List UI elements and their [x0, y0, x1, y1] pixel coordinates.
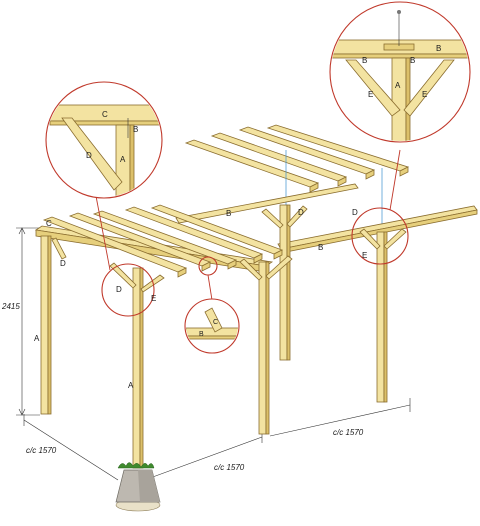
- label-a-callout-left: A: [120, 155, 126, 164]
- label-d-callout-left: D: [86, 151, 92, 160]
- label-b-back: B: [226, 209, 231, 218]
- dimension-spacing-front: c/c 1570: [214, 463, 245, 472]
- label-a-callout-right: A: [395, 81, 401, 90]
- label-e-right: E: [362, 251, 367, 260]
- label-e-callout-right-1: E: [368, 90, 373, 99]
- label-c-main: C: [46, 219, 52, 228]
- callout-detail-right: [329, 1, 471, 143]
- detail-rings: [95, 149, 409, 317]
- front-rafters: [42, 204, 284, 278]
- label-b-side: B: [318, 243, 323, 252]
- dimension-labels: 2415 c/c 1570 c/c 1570 c/c 1570: [1, 302, 364, 472]
- label-b-callout-right-1: B: [436, 44, 441, 53]
- label-b-callout-right-2: B: [362, 56, 367, 65]
- label-e-callout-right-2: E: [422, 90, 427, 99]
- back-post-right: [359, 228, 407, 403]
- callout-detail-left: [45, 81, 163, 199]
- label-d-main-left: D: [60, 259, 66, 268]
- part-labels: C D A A D E B D B D E C B D A B B B A E …: [34, 44, 441, 390]
- dimension-spacing-right: c/c 1570: [333, 428, 364, 437]
- alignment-guides: [285, 150, 383, 232]
- label-d-back: D: [298, 208, 304, 217]
- concrete-footing: [115, 462, 161, 512]
- label-b-callout-right-3: B: [410, 56, 415, 65]
- front-post-left: [40, 235, 67, 415]
- callout-detail-small: [184, 298, 240, 354]
- front-post-right: [239, 255, 293, 435]
- label-c-callout-left: C: [102, 110, 108, 119]
- dimension-height: 2415: [1, 302, 20, 311]
- label-b-callout-small: B: [199, 331, 204, 338]
- label-b-callout-left: B: [133, 125, 138, 134]
- dimension-spacing-left: c/c 1570: [26, 446, 57, 455]
- dimension-lines: [16, 227, 411, 481]
- label-d-center: D: [116, 285, 122, 294]
- label-a-center-post: A: [128, 381, 134, 390]
- label-a-left-post: A: [34, 334, 40, 343]
- beam-b-back: [175, 183, 478, 254]
- label-c-callout-small: C: [213, 319, 218, 326]
- label-e-center: E: [151, 294, 156, 303]
- back-post-middle: [261, 204, 308, 361]
- back-rafters: [184, 124, 410, 193]
- label-d-right: D: [352, 208, 358, 217]
